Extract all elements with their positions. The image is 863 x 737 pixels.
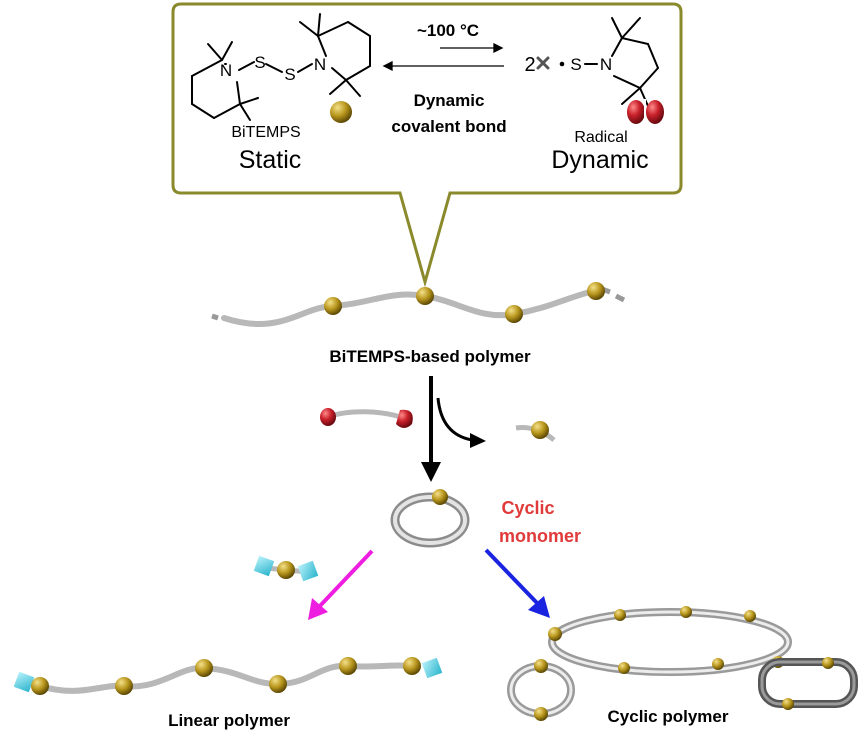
bond-label-line1: Dynamic — [414, 91, 485, 110]
right-state-label: Dynamic — [551, 146, 648, 174]
temperature-label: ~100 °C — [417, 21, 479, 40]
cyclic-monomer-label-line2: monomer — [499, 526, 581, 546]
bitemps-polymer-chain — [211, 282, 626, 327]
released-fragment — [515, 421, 556, 442]
cyclic-monomer-ring — [390, 489, 470, 548]
down-arrow — [421, 376, 441, 482]
cyclic-monomer-label-line1: Cyclic — [501, 498, 554, 518]
radical-ring — [584, 17, 659, 107]
polymer-bead — [324, 297, 342, 315]
dark-cyclic-polymer — [758, 657, 858, 710]
radical-red-icon — [627, 99, 664, 125]
end-capper-molecule — [253, 555, 319, 582]
left-molecule-name: BiTEMPS — [231, 124, 300, 141]
bitemps-structure — [191, 13, 371, 121]
linear-polymer-label: Linear polymer — [168, 711, 290, 730]
static-bond-bead — [330, 101, 352, 123]
radical-cross-icon — [536, 56, 550, 70]
polymer-bead — [587, 282, 605, 300]
left-state-label: Static — [239, 146, 302, 174]
atom-n-radical: N — [600, 55, 612, 74]
large-cyclic-polymer — [548, 606, 792, 676]
radical-fragment — [320, 408, 413, 428]
atom-n-right: N — [314, 55, 326, 74]
radical-dot-icon — [559, 61, 565, 67]
equilibrium-arrows — [382, 42, 504, 72]
magenta-arrow — [308, 549, 374, 620]
polymer-bead — [416, 287, 434, 305]
polymer-label: BiTEMPS-based polymer — [329, 347, 531, 366]
right-molecule-name: Radical — [574, 129, 627, 146]
radical-coefficient: 2 — [524, 54, 535, 76]
curved-arrow — [436, 397, 486, 448]
callout-box — [171, 2, 683, 288]
blue-arrow — [484, 548, 550, 618]
atom-s-1: S — [254, 53, 265, 72]
small-cyclic-polymer — [507, 659, 575, 721]
bond-label-line2: covalent bond — [391, 117, 506, 136]
polymer-bead — [505, 305, 523, 323]
linear-polymer — [13, 657, 443, 695]
atom-n-left: N — [220, 61, 232, 80]
atom-s-2: S — [284, 65, 295, 84]
cyclic-polymer-label: Cyclic polymer — [608, 707, 729, 726]
atom-s-radical: S — [570, 55, 581, 74]
